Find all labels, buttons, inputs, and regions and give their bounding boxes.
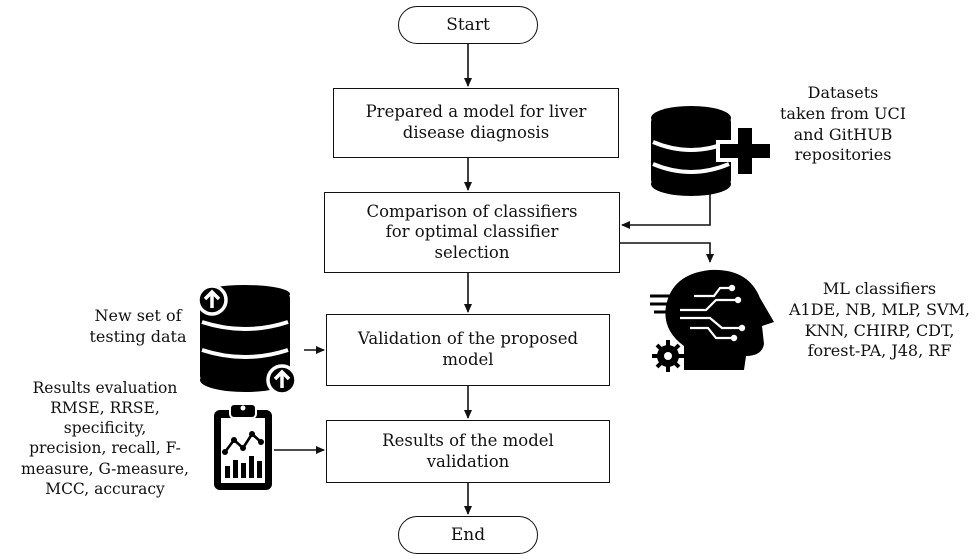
results-evaluation-note: Results evaluation RMSE, RRSE, specifici… <box>21 379 189 498</box>
ai-head-circuit-icon <box>650 269 774 372</box>
end-terminal: End <box>398 516 538 554</box>
database-plus-icon <box>651 106 774 196</box>
database-upload-icon <box>196 284 298 396</box>
step-compare-classifiers-label: Comparison of classifiers for optimal cl… <box>366 201 578 262</box>
step-validate-model-label: Validation of the proposed model <box>357 329 579 369</box>
step-results-validation: Results of the model validation <box>326 420 610 483</box>
arrow-datasets-to-step2 <box>621 183 711 229</box>
ml-classifiers-note: ML classifiers A1DE, NB, MLP, SVM, KNN, … <box>788 279 971 361</box>
step-results-validation-label: Results of the model validation <box>382 430 554 471</box>
end-label: End <box>450 525 486 545</box>
step-validate-model: Validation of the proposed model <box>326 314 610 386</box>
step-prepare-model-label: Prepared a model for liver disease diagn… <box>365 102 587 142</box>
clipboard-chart-icon <box>214 403 272 490</box>
arrow-step2-to-classifiers <box>620 242 714 263</box>
testing-data-note: New set of testing data <box>89 306 187 346</box>
start-terminal: Start <box>398 6 538 44</box>
step-prepare-model: Prepared a model for liver disease diagn… <box>333 88 619 158</box>
start-label: Start <box>446 15 490 35</box>
datasets-note: Datasets taken from UCI and GitHUB repos… <box>779 83 907 165</box>
step-compare-classifiers: Comparison of classifiers for optimal cl… <box>324 192 620 273</box>
